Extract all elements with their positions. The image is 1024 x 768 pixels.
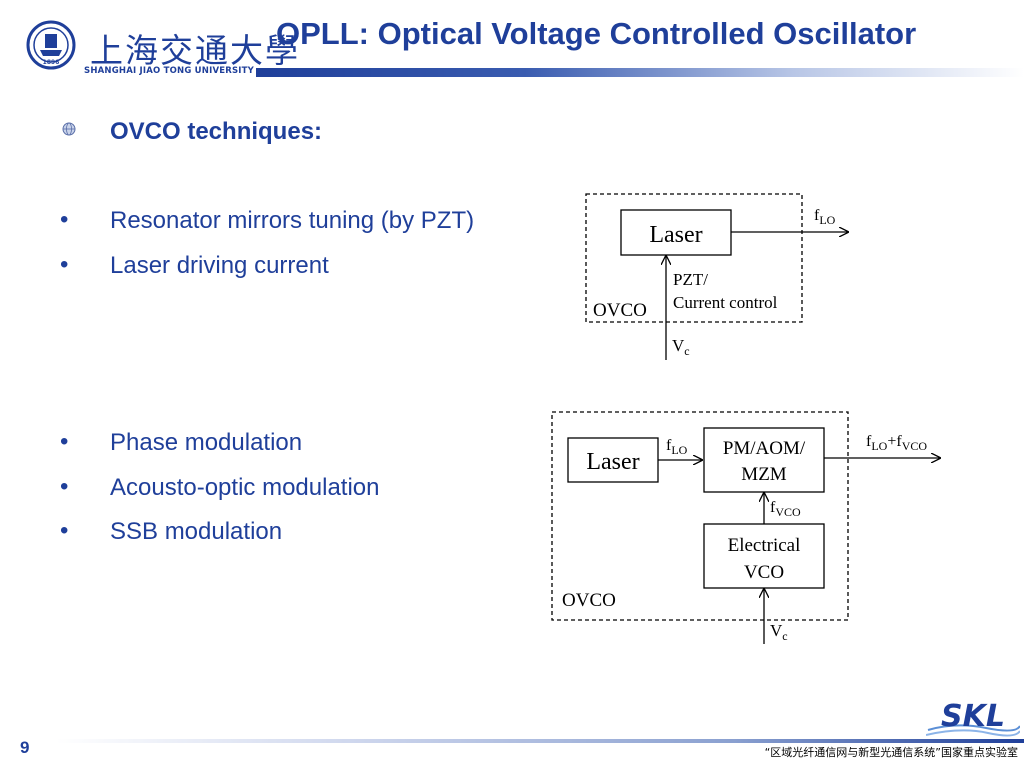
laser-label: Laser [649,222,702,248]
footer-caption: “区域光纤通信网与新型光通信系统”国家重点实验室 [764,746,1018,759]
university-name-chinese: 上海交通大學 [90,31,300,70]
bullet-marker: • [60,428,69,455]
ovco-boundary [585,193,803,323]
slide-header: 1896 上海交通大學 SHANGHAI JIAO TONG UNIVERSIT… [0,0,1024,80]
electrical-vco-box [703,523,825,589]
modulator-label-line1: PM/AOM/ [723,438,806,459]
page-number: 9 [20,738,30,757]
control-voltage-label: Vc [672,336,690,358]
header-divider [256,68,1024,77]
bullet-item-pzt: Resonator mirrors tuning (by PZT) [110,207,475,234]
modulator-box [703,427,825,493]
bullet-item-ssb: SSB modulation [110,518,283,545]
laser-box [567,437,659,483]
university-name-english: SHANGHAI JIAO TONG UNIVERSITY [84,66,255,76]
bullet-item-phase-modulation: Phase modulation [110,429,303,456]
bullet-marker: • [60,517,69,544]
output-frequency-label: fLO [814,207,836,227]
skl-logo-icon: SKL [926,700,1020,737]
section-heading: OVCO techniques: [110,118,323,145]
bullet-marker: • [60,251,69,278]
footer-divider [56,739,1024,743]
seal-year: 1896 [43,59,60,66]
bullet-marker: • [60,473,69,500]
output-frequency-label: fLO+fVCO [866,433,927,453]
ovco-label: OVCO [562,590,616,611]
globe-bullet-icon [62,122,76,136]
modulator-label-line2: MZM [741,464,787,485]
control-label-line2: Current control [673,293,778,312]
bullet-item-acousto-optic: Acousto-optic modulation [110,474,380,501]
university-seal-icon: 1896 [26,20,76,70]
ovco-boundary [551,411,849,621]
laser-box [620,209,732,256]
vco-frequency-label: fVCO [770,499,801,519]
laser-label: Laser [586,449,639,475]
slide-title: OPLL: Optical Voltage Controlled Oscilla… [276,16,917,51]
ovco-laser-diagram: Laser fLO PZT/ Current control OVCO Vc [585,193,880,360]
vco-label-line2: VCO [744,562,784,583]
bullet-item-driving-current: Laser driving current [110,252,329,279]
control-label-line1: PZT/ [673,270,708,289]
lo-frequency-label: fLO [666,437,688,457]
ovco-modulator-diagram: Laser fLO PM/AOM/ MZM fLO+fVCO Electrica… [551,411,958,644]
vco-label-line1: Electrical [728,535,801,556]
skl-logo-text: SKL [941,700,1005,734]
control-voltage-label: Vc [770,621,788,643]
ovco-label: OVCO [593,300,647,321]
bullet-marker: • [60,206,69,233]
